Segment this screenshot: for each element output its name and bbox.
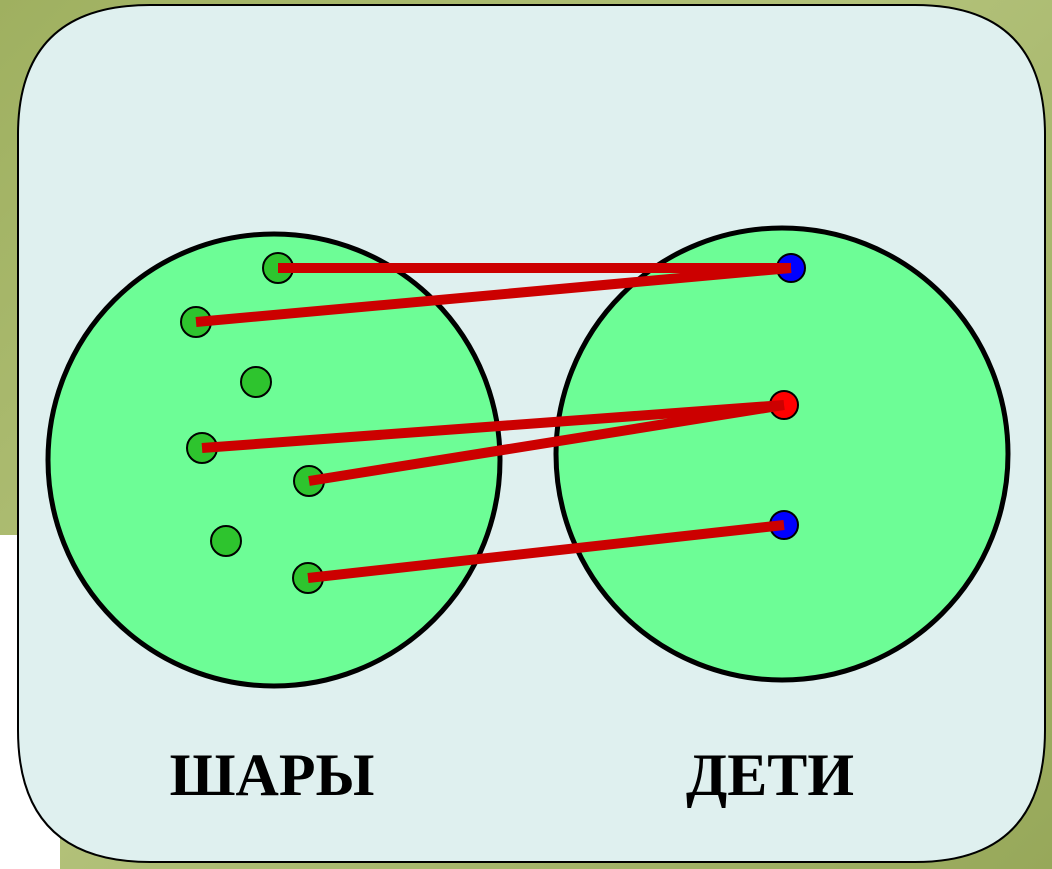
label-balls: ШАРЫ xyxy=(170,742,375,808)
mapping-lines xyxy=(195,263,792,583)
set-children-circle xyxy=(553,225,1011,683)
ball-dot-6 xyxy=(210,525,242,557)
label-children: ДЕТИ xyxy=(686,742,854,808)
mapping-line-4 xyxy=(308,400,785,486)
mapping-line-2 xyxy=(195,263,792,327)
ball-dot-3 xyxy=(240,366,272,398)
mapping-line-5 xyxy=(307,520,785,583)
mapping-line-3 xyxy=(201,400,785,453)
